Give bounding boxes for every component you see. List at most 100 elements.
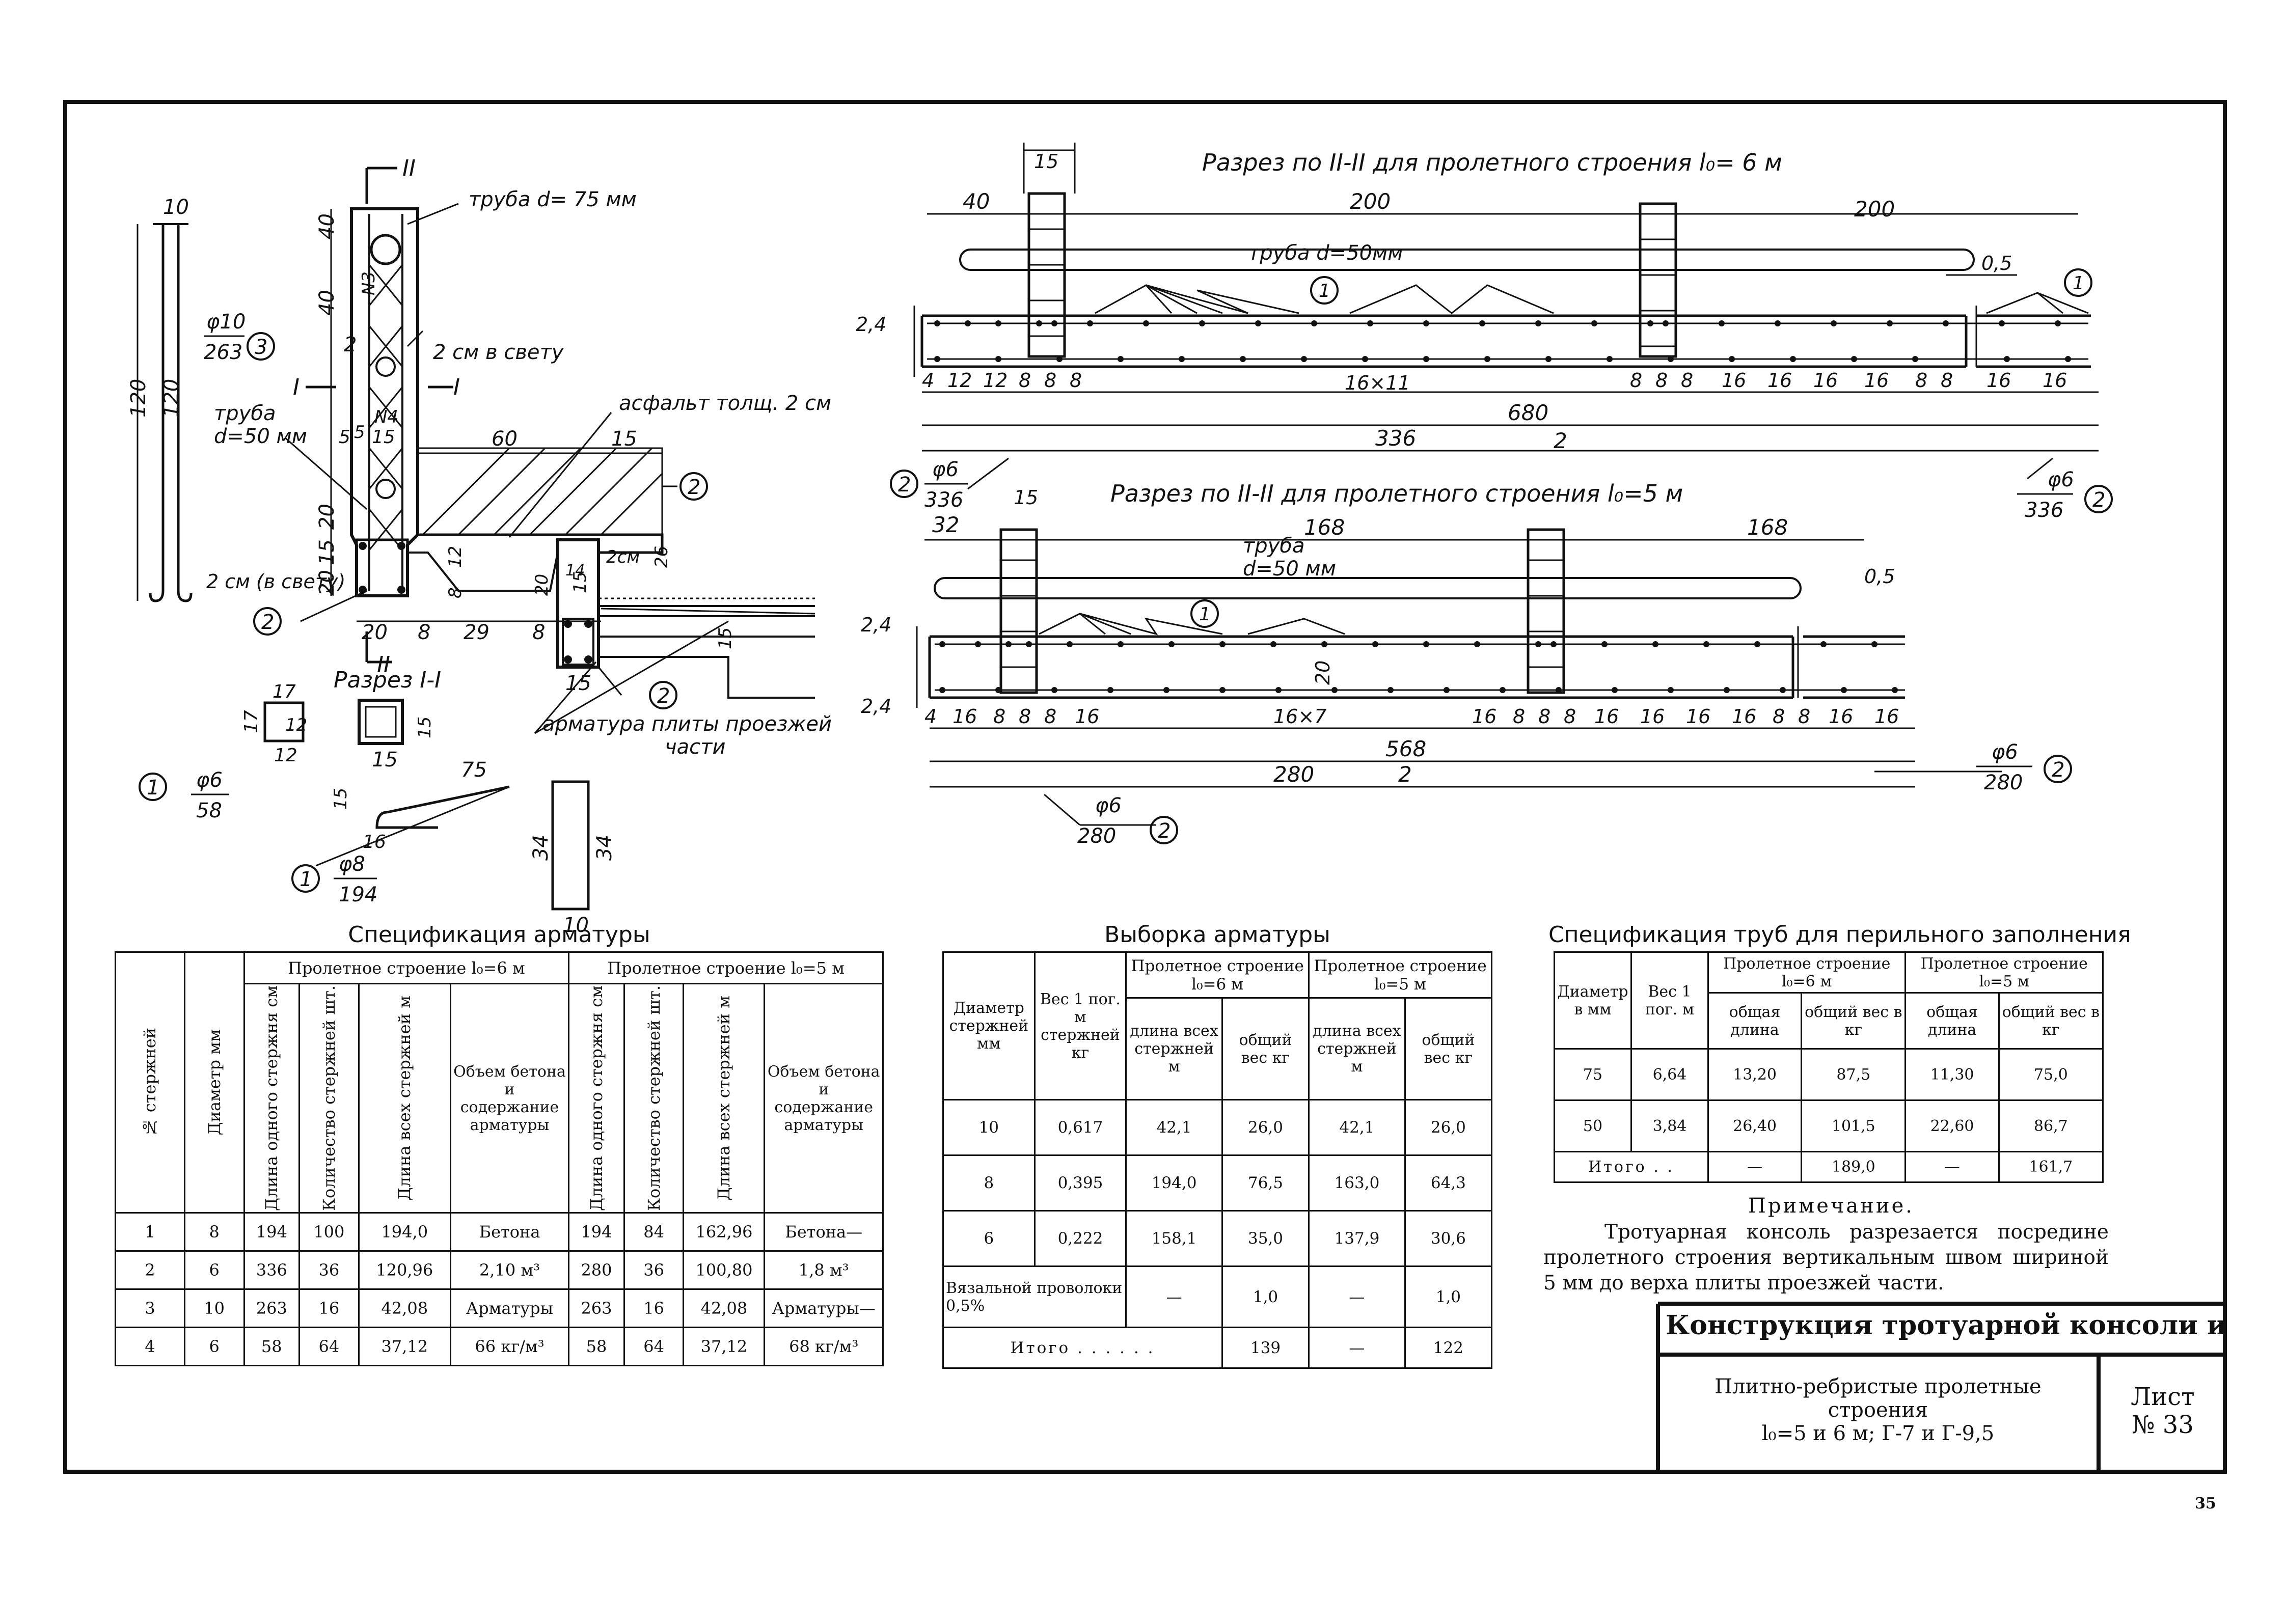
callout-2a-num: 2 bbox=[261, 611, 274, 634]
dim-15c: 15 bbox=[611, 427, 637, 451]
s-h-len6: длина всех стержней м bbox=[1125, 997, 1223, 1100]
dim5-280: 280 bbox=[1273, 762, 1314, 787]
dim6-row-10: 16 bbox=[1722, 369, 1746, 392]
dim6-row-0: 4 bbox=[922, 369, 934, 392]
dim-34b: 34 bbox=[593, 835, 616, 861]
label-I-right: I bbox=[453, 374, 460, 400]
dim6-680: 680 bbox=[1508, 400, 1548, 425]
section-I-title: Разрез I-I bbox=[334, 667, 441, 693]
dim5-row-11: 16 bbox=[1594, 705, 1619, 728]
label-N4: N4 bbox=[374, 407, 398, 427]
p-h-len6: общая длина bbox=[1707, 992, 1803, 1050]
p-h-w6: общий вес в кг bbox=[1801, 992, 1907, 1050]
dim-120b: 120 bbox=[160, 379, 183, 418]
dim-20c: 20 bbox=[362, 621, 388, 644]
label-gap2: 2 см в свету bbox=[433, 341, 564, 364]
dim-8c: 8 bbox=[532, 621, 545, 644]
dim5-row-18: 16 bbox=[1874, 705, 1899, 728]
dim-40a: 40 bbox=[315, 213, 339, 239]
dim-15d: 15 bbox=[565, 672, 591, 695]
dim-60: 60 bbox=[492, 427, 518, 451]
title-block-frame bbox=[1656, 1302, 2225, 1472]
dim5-row-13: 16 bbox=[1686, 705, 1710, 728]
sheet-number: № 33 bbox=[2132, 1411, 2194, 1439]
dim5-row-3: 8 bbox=[1019, 705, 1031, 728]
label-rebar-slab-b: части bbox=[665, 735, 725, 759]
dim6-w15: 15 bbox=[1034, 150, 1058, 173]
dim6-05: 0,5 bbox=[1981, 252, 2012, 274]
dim6-row-11: 16 bbox=[1767, 369, 1792, 392]
section-5m-drawing: Разрез по II-II для пролетного строения … bbox=[861, 480, 2072, 848]
dim5-row-12: 16 bbox=[1640, 705, 1665, 728]
dim5-row-10: 8 bbox=[1564, 705, 1576, 728]
callout-6m-2l-num: 2 bbox=[898, 473, 911, 497]
dim5-row-16: 8 bbox=[1798, 705, 1810, 728]
dim-34a: 34 bbox=[529, 835, 553, 861]
dim6-row-6: 16×11 bbox=[1345, 372, 1410, 394]
h-qty-5: Количество стержней шт. bbox=[644, 985, 664, 1211]
h-len-one-6: Длина одного стержня см bbox=[262, 985, 282, 1211]
callout-1b-bot: 194 bbox=[339, 883, 377, 906]
note-heading: Примечание. bbox=[1748, 1194, 1914, 1218]
callout-6m-1b: 1 bbox=[2073, 273, 2084, 294]
dim-15a: 15 bbox=[372, 427, 395, 448]
dim-16: 16 bbox=[363, 832, 386, 852]
dim5-row-1: 16 bbox=[953, 705, 977, 728]
s-h-span5: Пролетное строение l₀=5 м bbox=[1308, 951, 1492, 999]
h-diam: Диаметр мм bbox=[204, 1029, 224, 1136]
section-6m-dims: 15 40 200 200 0,5 2,4 труба d=50мм 4 12 … bbox=[856, 150, 2067, 453]
dim-40b: 40 bbox=[315, 290, 339, 316]
h-vol-5: Объем бетона и содержание арматуры bbox=[764, 983, 884, 1214]
dim-14: 14 bbox=[565, 562, 585, 580]
h-len-one-5: Длина одного стержня см bbox=[586, 985, 606, 1211]
callout-1a-top: φ6 bbox=[196, 768, 223, 792]
dim5-05: 0,5 bbox=[1864, 565, 1895, 588]
s-h-w5: общий вес кг bbox=[1404, 997, 1493, 1100]
table-row: Вязальной проволоки 0,5% —1,0—1,0 bbox=[942, 1265, 1493, 1328]
left-section-labels: 10 120 120 40 40 5 15 20 15 20 60 15 12 … bbox=[127, 155, 832, 937]
sheet-label: Лист bbox=[2131, 1383, 2195, 1411]
s-h-diam: Диаметр стержней мм bbox=[942, 951, 1036, 1100]
label-pipe50-6m: труба d=50мм bbox=[1248, 241, 1403, 265]
callout-5m-2b-bot: 280 bbox=[1077, 824, 1116, 848]
callout-1b-top: φ8 bbox=[339, 852, 365, 876]
dim6-200b: 200 bbox=[1854, 197, 1895, 222]
dim6-row-8: 8 bbox=[1655, 369, 1668, 392]
callout-5m-2r-num: 2 bbox=[2052, 758, 2064, 782]
dim6-row-7: 8 bbox=[1630, 369, 1642, 392]
dim5-24a: 2,4 bbox=[861, 614, 891, 636]
dim6-row-2: 12 bbox=[983, 369, 1008, 392]
spec-armature-title: Спецификация арматуры bbox=[348, 922, 650, 948]
note-text: Тротуарная консоль разрезается посредине… bbox=[1543, 1221, 2109, 1295]
callout-2c-num: 2 bbox=[657, 684, 670, 708]
dim-17b: 17 bbox=[241, 710, 262, 733]
dim5-row-4: 8 bbox=[1044, 705, 1056, 728]
title-sub2: l₀=5 и 6 м; Г-7 и Г-9,5 bbox=[1761, 1422, 1995, 1445]
s-h-len5: длина всех стержней м bbox=[1308, 997, 1406, 1100]
callout-5m-1: 1 bbox=[1199, 604, 1211, 625]
h-len-all-6: Длина всех стержней м bbox=[395, 996, 415, 1201]
dim5-row-0: 4 bbox=[924, 705, 937, 728]
label-I-left: I bbox=[293, 374, 300, 400]
dim-17a: 17 bbox=[273, 681, 296, 702]
dim6-200a: 200 bbox=[1350, 189, 1391, 214]
spec-armature-table: № стержней Диаметр мм Пролетное строение… bbox=[115, 951, 884, 1366]
dim6-row-15: 8 bbox=[1941, 369, 1953, 392]
sampling-title: Выборка арматуры bbox=[1104, 922, 1330, 948]
dim-20b: 20 bbox=[315, 570, 339, 596]
section-5m-dims: 15 32 168 168 0,5 2,4 2,4 20 труба d=50 … bbox=[861, 486, 1899, 787]
dim5-row-5: 16 bbox=[1075, 705, 1099, 728]
callout-1b-num: 1 bbox=[300, 868, 312, 891]
dim5-20: 20 bbox=[1312, 660, 1334, 685]
left-bar-callouts: φ10 263 3 1 φ6 58 1 φ8 194 2 2 2 bbox=[139, 310, 708, 906]
callout-3-num: 3 bbox=[255, 336, 267, 359]
dim6-24: 2,4 bbox=[856, 313, 886, 336]
dim6-row-4: 8 bbox=[1044, 369, 1056, 392]
